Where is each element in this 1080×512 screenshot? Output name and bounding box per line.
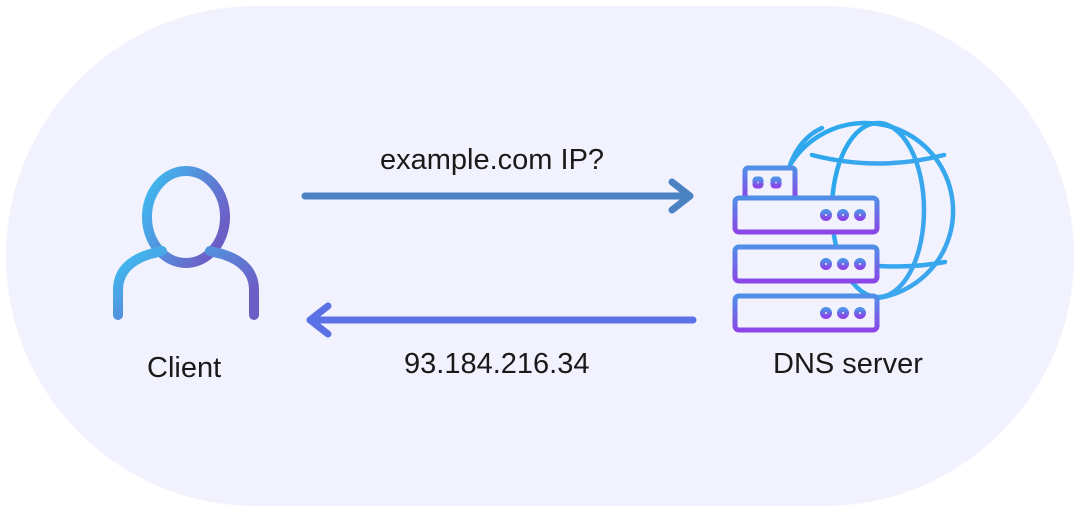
globe-latitude-bottom bbox=[875, 259, 948, 269]
globe-outline-left bbox=[787, 125, 825, 168]
server-unit-2 bbox=[732, 244, 880, 284]
server-top-box-dot-1 bbox=[752, 176, 764, 189]
server-unit-1-led-2 bbox=[837, 209, 849, 221]
globe-outline bbox=[787, 120, 956, 301]
server-unit-3-led-2 bbox=[837, 307, 849, 319]
server-unit-2-led-3 bbox=[854, 258, 866, 270]
server-top-box-dot-2 bbox=[770, 176, 782, 189]
request-label: example.com IP? bbox=[380, 144, 605, 176]
background-pill bbox=[6, 6, 1074, 506]
user-icon bbox=[113, 166, 259, 320]
response-label: 93.184.216.34 bbox=[404, 348, 590, 380]
server-unit-1-led-1 bbox=[820, 209, 832, 221]
server-unit-2-led-2 bbox=[837, 258, 849, 270]
server-unit-1-led-3 bbox=[854, 209, 866, 221]
server-unit-3 bbox=[732, 293, 880, 333]
server-stack-icon bbox=[732, 165, 880, 333]
response-arrow-head bbox=[306, 302, 332, 338]
user-icon-head bbox=[142, 166, 230, 268]
globe-latitude-top bbox=[809, 152, 947, 166]
client-label: Client bbox=[147, 352, 222, 384]
response-arrow bbox=[306, 302, 697, 338]
server-label: DNS server bbox=[773, 348, 923, 380]
server-unit-2-led-1 bbox=[820, 258, 832, 270]
user-icon-shoulders bbox=[113, 246, 259, 320]
server-unit-3-led-3 bbox=[854, 307, 866, 319]
request-arrow bbox=[301, 178, 694, 214]
request-arrow-head bbox=[668, 178, 694, 214]
server-unit-3-led-1 bbox=[820, 307, 832, 319]
server-unit-1 bbox=[732, 195, 880, 235]
